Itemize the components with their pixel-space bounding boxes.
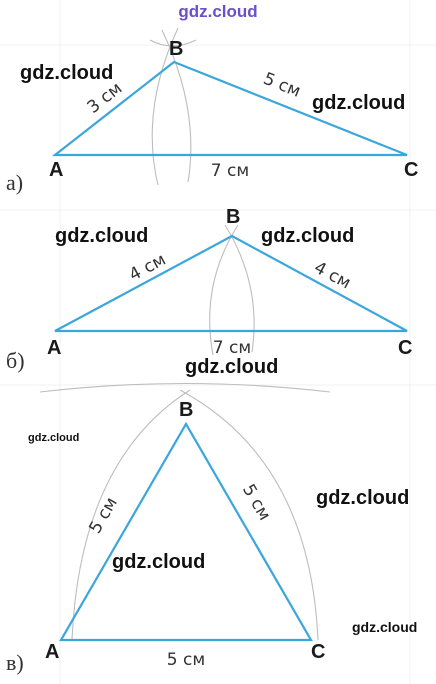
- panel-label-c: в): [6, 650, 24, 675]
- vertex-c-C: C: [311, 641, 325, 663]
- side-length-c-AB: 5 см: [85, 494, 122, 537]
- vertex-a-A: A: [49, 159, 63, 181]
- watermark-c-4: gdz.cloud: [352, 619, 417, 635]
- watermark-c-3: gdz.cloud: [112, 551, 205, 573]
- panel-label-b: б): [6, 348, 25, 373]
- watermark-c-1: gdz.cloud: [28, 432, 79, 444]
- watermark-top: gdz.cloud: [178, 2, 257, 21]
- side-length-c-AC: 5 см: [167, 650, 205, 670]
- panel-c: A B C 5 см 5 см 5 см в) gdz.cloud gdz.cl…: [6, 382, 417, 675]
- triangle-a: [51, 60, 408, 157]
- side-length-c-BC: 5 см: [238, 481, 275, 524]
- side-length-b-AC: 7 см: [213, 338, 251, 358]
- watermark-b-2: gdz.cloud: [261, 225, 354, 247]
- vertex-a-B: B: [169, 38, 183, 60]
- vertex-b-C: C: [398, 337, 412, 359]
- construction-arc-b-left: [209, 224, 239, 356]
- vertex-c-B: B: [179, 399, 193, 421]
- watermark-a-2: gdz.cloud: [312, 92, 405, 114]
- side-length-a-AB: 3 см: [84, 78, 127, 117]
- vertex-a-C: C: [404, 159, 418, 181]
- watermark-b-1: gdz.cloud: [55, 225, 148, 247]
- construction-arc-a-extra: [149, 39, 197, 47]
- construction-arc-a-right: [161, 29, 192, 183]
- side-length-b-BC: 4 см: [311, 258, 354, 294]
- watermark-a-1: gdz.cloud: [20, 62, 113, 84]
- construction-arc-c-left: [71, 389, 191, 641]
- side-length-a-BC: 5 см: [260, 69, 303, 102]
- vertex-b-B: B: [226, 206, 240, 228]
- triangle-c: [59, 421, 313, 642]
- vertex-b-A: A: [47, 337, 61, 359]
- construction-arc-c-top: [39, 382, 331, 393]
- panel-label-a: а): [6, 170, 23, 195]
- construction-arc-b-right: [224, 224, 255, 353]
- construction-arc-c-right: [179, 389, 319, 641]
- vertex-c-A: A: [45, 641, 59, 663]
- triangle-b: [54, 234, 408, 333]
- watermark-b-3: gdz.cloud: [185, 356, 278, 378]
- panel-b: A B C 4 см 4 см 7 см б) gdz.cloud gdz.cl…: [6, 206, 412, 378]
- side-length-a-AC: 7 см: [211, 161, 249, 181]
- watermark-c-2: gdz.cloud: [316, 487, 409, 509]
- panel-a: A B C 3 см 5 см 7 см а) gdz.cloud gdz.cl…: [6, 27, 418, 195]
